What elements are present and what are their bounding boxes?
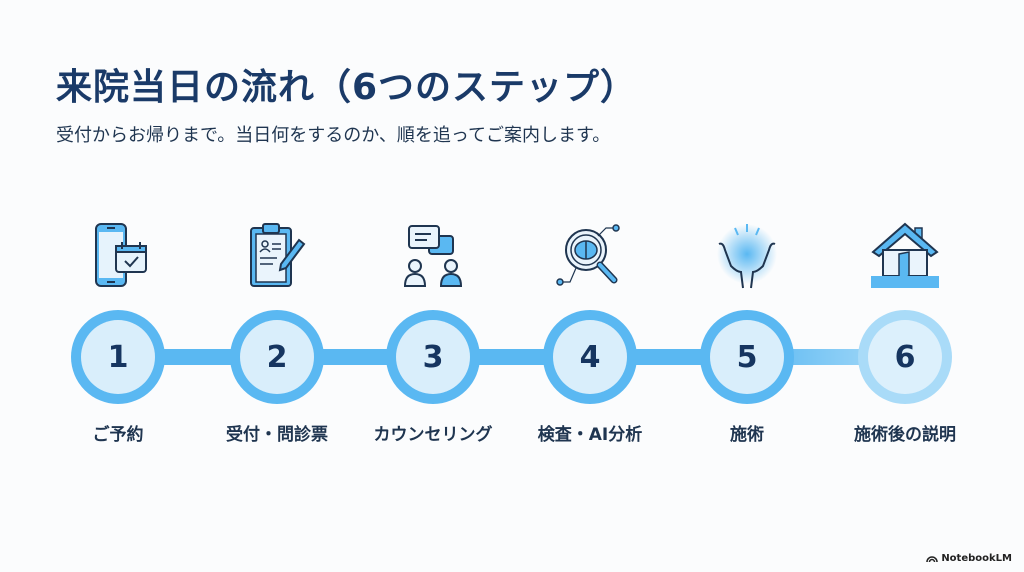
conversation-icon	[403, 225, 463, 287]
page-title: 来院当日の流れ（6つのステップ）	[56, 67, 638, 108]
notebooklm-watermark: NotebookLM	[926, 553, 1012, 564]
step-label: 受付・問診票	[226, 425, 328, 445]
step-circle-5: 5	[700, 310, 794, 404]
step-label: ご予約	[92, 425, 144, 445]
step-number: 5	[710, 320, 784, 394]
step-circle-6: 6	[858, 310, 952, 404]
step-label: 施術後の説明	[854, 425, 956, 445]
step-circle-1: 1	[71, 310, 165, 404]
step-label: 検査・AI分析	[537, 425, 643, 445]
page-subtitle: 受付からお帰りまで。当日何をするのか、順を追ってご案内します。	[56, 125, 611, 146]
glowing-hands-icon	[717, 224, 777, 289]
step-number: 3	[396, 320, 470, 394]
step-circle-3: 3	[386, 310, 480, 404]
step-circle-4: 4	[543, 310, 637, 404]
step-number: 1	[81, 320, 155, 394]
step-number: 2	[240, 320, 314, 394]
step-circle-2: 2	[230, 310, 324, 404]
step-number: 6	[868, 320, 942, 394]
house-door-icon	[871, 222, 939, 288]
brand-label: NotebookLM	[941, 553, 1012, 564]
step-number: 4	[553, 320, 627, 394]
clipboard-pen-icon	[250, 223, 306, 287]
step-label: 施術	[730, 425, 764, 445]
notebooklm-logo-icon	[926, 556, 939, 563]
smartphone-calendar-icon	[95, 223, 147, 287]
brain-magnifier-icon	[556, 224, 620, 286]
step-label: カウンセリング	[373, 425, 493, 445]
